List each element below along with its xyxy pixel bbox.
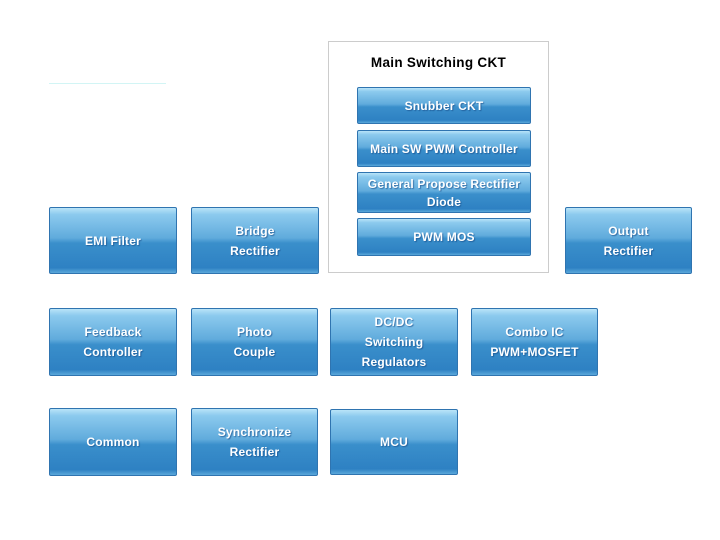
block-label: Snubber CKT — [404, 98, 484, 113]
block-snubber-ckt[interactable]: Snubber CKT — [357, 87, 531, 124]
block-label: Combo IC — [505, 325, 564, 339]
block-label: Feedback — [84, 325, 142, 339]
block-label: Regulators — [361, 355, 427, 369]
block-label: EMI Filter — [84, 233, 141, 248]
block-mcu[interactable]: MCU — [330, 409, 458, 475]
block-label: Photo — [237, 325, 272, 339]
block-feedback-controller[interactable]: Feedback Controller — [49, 308, 177, 376]
block-emi-filter[interactable]: EMI Filter — [49, 207, 177, 274]
block-general-propose-rectifier-diode[interactable]: General Propose Rectifier Diode — [357, 172, 531, 213]
block-label: Bridge — [235, 223, 275, 238]
block-label: Output — [608, 223, 649, 238]
block-label: Rectifier — [229, 445, 280, 459]
block-label: Couple — [233, 345, 276, 359]
block-label: MCU — [380, 435, 408, 449]
block-common[interactable]: Common — [49, 408, 177, 476]
block-main-sw-pwm-controller[interactable]: Main SW PWM Controller — [357, 130, 531, 167]
group-title: Main Switching CKT — [370, 55, 507, 70]
block-label: Synchronize — [217, 425, 292, 439]
block-bridge-rectifier[interactable]: Bridge Rectifier — [191, 207, 319, 274]
block-label: Rectifier — [230, 243, 280, 258]
block-combo-ic-pwm-mosfet[interactable]: Combo IC PWM+MOSFET — [471, 308, 598, 376]
block-label: DC/DC — [374, 315, 414, 329]
block-label: Common — [86, 435, 140, 449]
block-pwm-mos[interactable]: PWM MOS — [357, 218, 531, 256]
main-switching-ckt-group: Main Switching CKT Snubber CKT Main SW P… — [328, 41, 549, 273]
block-output-rectifier[interactable]: Output Rectifier — [565, 207, 692, 274]
block-label: Main SW PWM Controller — [370, 141, 518, 156]
accent-line — [49, 83, 166, 84]
block-label: Diode — [426, 194, 462, 209]
block-label: General Propose Rectifier — [367, 176, 521, 191]
block-label: Switching — [364, 335, 424, 349]
block-label: PWM+MOSFET — [490, 345, 579, 359]
block-photo-couple[interactable]: Photo Couple — [191, 308, 318, 376]
block-label: Rectifier — [603, 243, 654, 258]
block-synchronize-rectifier[interactable]: Synchronize Rectifier — [191, 408, 318, 476]
block-label: PWM MOS — [413, 230, 475, 244]
block-label: Controller — [83, 345, 143, 359]
block-dcdc-switching-regulators[interactable]: DC/DC Switching Regulators — [330, 308, 458, 376]
